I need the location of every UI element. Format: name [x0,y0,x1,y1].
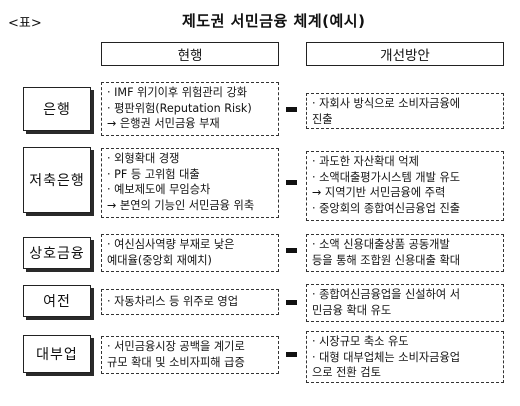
plan-line: · 종합여신금융업을 신설하여 서 [312,288,461,301]
category-label: 은행 [43,102,71,118]
plan-line: 등을 통해 조합원 신용대출 확대 [312,253,461,267]
category-savings-bank: 저축은행 [23,147,91,213]
category-label: 상호금융 [29,246,85,262]
arrow-connector [286,248,297,253]
current-line: → 은행권 서민금융 부재 [107,117,220,130]
plan-mutual-finance: · 소액 신용대출상품 공동개발 등을 통해 조합원 신용대출 확대 [306,234,504,272]
arrow-connector [286,352,297,357]
current-line: · 외형확대 경쟁 [107,152,180,165]
current-line: · 평판위험(Reputation Risk) [107,101,252,115]
current-line: → 본연의 기능인 서민금융 위축 [107,198,255,212]
arrow-connector [286,107,297,112]
current-bank: · IMF 위기이후 위험관리 강화 · 평판위험(Reputation Ris… [101,82,279,136]
plan-line: · 시장규모 축소 유도 [312,335,409,348]
current-line: · 여신심사역량 부재로 낮은 [107,238,235,251]
header-current-label: 현행 [177,48,203,64]
diagram-title: 제도권 서민금융 체계(예시) [182,12,366,30]
current-line: 규모 확대 및 소비자피해 급증 [107,355,245,369]
plan-credit-finance: · 종합여신금융업을 신설하여 서 민금융 확대 유도 [306,284,504,322]
current-savings-bank: · 외형확대 경쟁 · PF 등 고위험 대출 · 예보제도에 무임승차 → 본… [101,148,279,218]
current-line: 예대율(중앙회 재예치) [107,253,212,267]
current-line: · PF 등 고위험 대출 [107,167,200,181]
category-label: 대부업 [36,347,78,363]
plan-bank: · 자회사 방식으로 소비자금융에 진출 [306,93,504,129]
category-label: 저축은행 [29,173,85,189]
header-plan-label: 개선방안 [380,48,430,64]
current-lending-business: · 서민금융시장 공백을 계기로 규모 확대 및 소비자피해 급증 [101,336,279,374]
plan-line: · 소액 신용대출상품 공동개발 [312,238,450,251]
plan-line: · 자회사 방식으로 소비자금융에 [312,97,461,110]
header-plan: 개선방안 [306,42,504,66]
arrow-connector [286,180,297,185]
category-bank: 은행 [23,87,91,131]
current-line: · 자동차리스 등 위주로 영업 [107,295,238,308]
category-credit-finance: 여전 [23,285,91,317]
plan-line: · 소액대출평가시스템 개발 유도 [312,170,461,184]
plan-line: → 지역기반 서민금융에 주력 [312,186,446,199]
current-credit-finance: · 자동차리스 등 위주로 영업 [101,289,279,315]
header-current: 현행 [101,42,279,66]
plan-line: · 중앙회의 종합여신금융업 진출 [312,201,461,215]
category-mutual-finance: 상호금융 [23,237,91,269]
current-line: · IMF 위기이후 위험관리 강화 [107,86,248,99]
arrow-connector [286,300,297,305]
category-lending-business: 대부업 [23,335,91,373]
plan-line: 으로 전환 검토 [312,366,381,379]
plan-line: 민금융 확대 유도 [312,303,392,317]
table-tag: <표> [8,16,42,31]
plan-lending-business: · 시장규모 축소 유도 · 대형 대부업체는 소비자금융업 으로 전환 검토 [306,331,504,383]
current-mutual-finance: · 여신심사역량 부재로 낮은 예대율(중앙회 재예치) [101,234,279,272]
plan-savings-bank: · 과도한 자산확대 억제 · 소액대출평가시스템 개발 유도 → 지역기반 서… [306,151,504,221]
current-line: · 예보제도에 무임승차 [107,183,211,196]
category-label: 여전 [43,294,71,310]
plan-line: · 대형 대부업체는 소비자금융업 [312,350,461,364]
plan-line: · 과도한 자산확대 억제 [312,155,419,168]
current-line: · 서민금융시장 공백을 계기로 [107,340,245,353]
plan-line: 진출 [312,112,333,126]
